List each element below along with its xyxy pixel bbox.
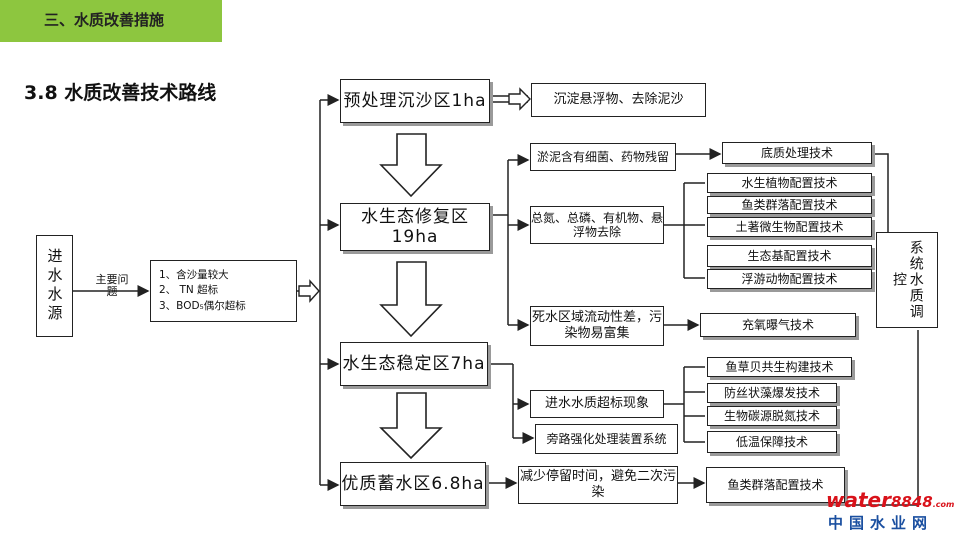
tech-algae: 防丝状藻爆发技术 bbox=[707, 383, 837, 403]
watermark-brand: water bbox=[826, 488, 891, 512]
tech-aeration: 充氧曝气技术 bbox=[700, 313, 856, 337]
stage-restoration: 水生态修复区19ha bbox=[340, 203, 490, 251]
source-box: 进水水源 bbox=[36, 235, 73, 337]
tech-bottom: 底质处理技术 bbox=[722, 142, 872, 164]
tech-symbiosis: 鱼草贝共生构建技术 bbox=[707, 357, 852, 377]
issue-retention: 减少停留时间，避免二次污染 bbox=[518, 466, 678, 504]
watermark-logo: water8848.com 中国水业网 bbox=[820, 488, 954, 538]
section-header: 三、水质改善措施 bbox=[0, 0, 222, 42]
stage-stable: 水生态稳定区7ha bbox=[340, 342, 488, 386]
section-header-text: 三、水质改善措施 bbox=[44, 11, 165, 29]
issue-deadzone: 死水区域流动性差，污染物易富集 bbox=[530, 306, 664, 346]
tech-fish1: 鱼类群落配置技术 bbox=[707, 196, 872, 214]
source-text: 进水水源 bbox=[45, 248, 64, 324]
tech-plants: 水生植物配置技术 bbox=[707, 173, 872, 193]
tech-carbon: 生物碳源脱氮技术 bbox=[707, 406, 837, 426]
issue-sludge: 淤泥含有细菌、药物残留 bbox=[530, 143, 676, 171]
tech-eco-base: 生态基配置技术 bbox=[707, 245, 872, 267]
issue-bypass: 旁路强化处理装置系统 bbox=[535, 424, 678, 454]
watermark-domain: .com bbox=[932, 500, 955, 509]
tech-plankton: 浮游动物配置技术 bbox=[707, 269, 872, 289]
main-problem-label: 主要问题 bbox=[95, 273, 129, 299]
system-control-box: 系统水质调控 bbox=[876, 232, 938, 328]
issue-nutrients: 总氮、总磷、有机物、悬浮物去除 bbox=[530, 206, 664, 244]
stage-storage: 优质蓄水区6.8ha bbox=[340, 462, 486, 506]
watermark-site-name: 中国水业网 bbox=[828, 514, 934, 532]
watermark-number: 8848 bbox=[890, 493, 933, 511]
issue-inflow: 进水水质超标现象 bbox=[530, 390, 664, 418]
problem-item: 1、含沙量较大 bbox=[159, 269, 229, 282]
system-control-text: 系统水质调控 bbox=[891, 240, 924, 320]
tech-fish2: 鱼类群落配置技术 bbox=[706, 467, 845, 503]
issue-pretreatment: 沉淀悬浮物、去除泥沙 bbox=[531, 83, 706, 117]
tech-microbe: 土著微生物配置技术 bbox=[707, 217, 872, 237]
problem-item: 2、 TN 超标 bbox=[159, 284, 219, 297]
page-title: 3.8 水质改善技术路线 bbox=[24, 82, 217, 104]
problems-box: 1、含沙量较大 2、 TN 超标 3、BOD₅偶尔超标 bbox=[150, 260, 297, 322]
stage-pretreatment: 预处理沉沙区1ha bbox=[340, 79, 490, 123]
tech-lowtemp: 低温保障技术 bbox=[707, 431, 837, 453]
problem-item: 3、BOD₅偶尔超标 bbox=[159, 299, 246, 312]
